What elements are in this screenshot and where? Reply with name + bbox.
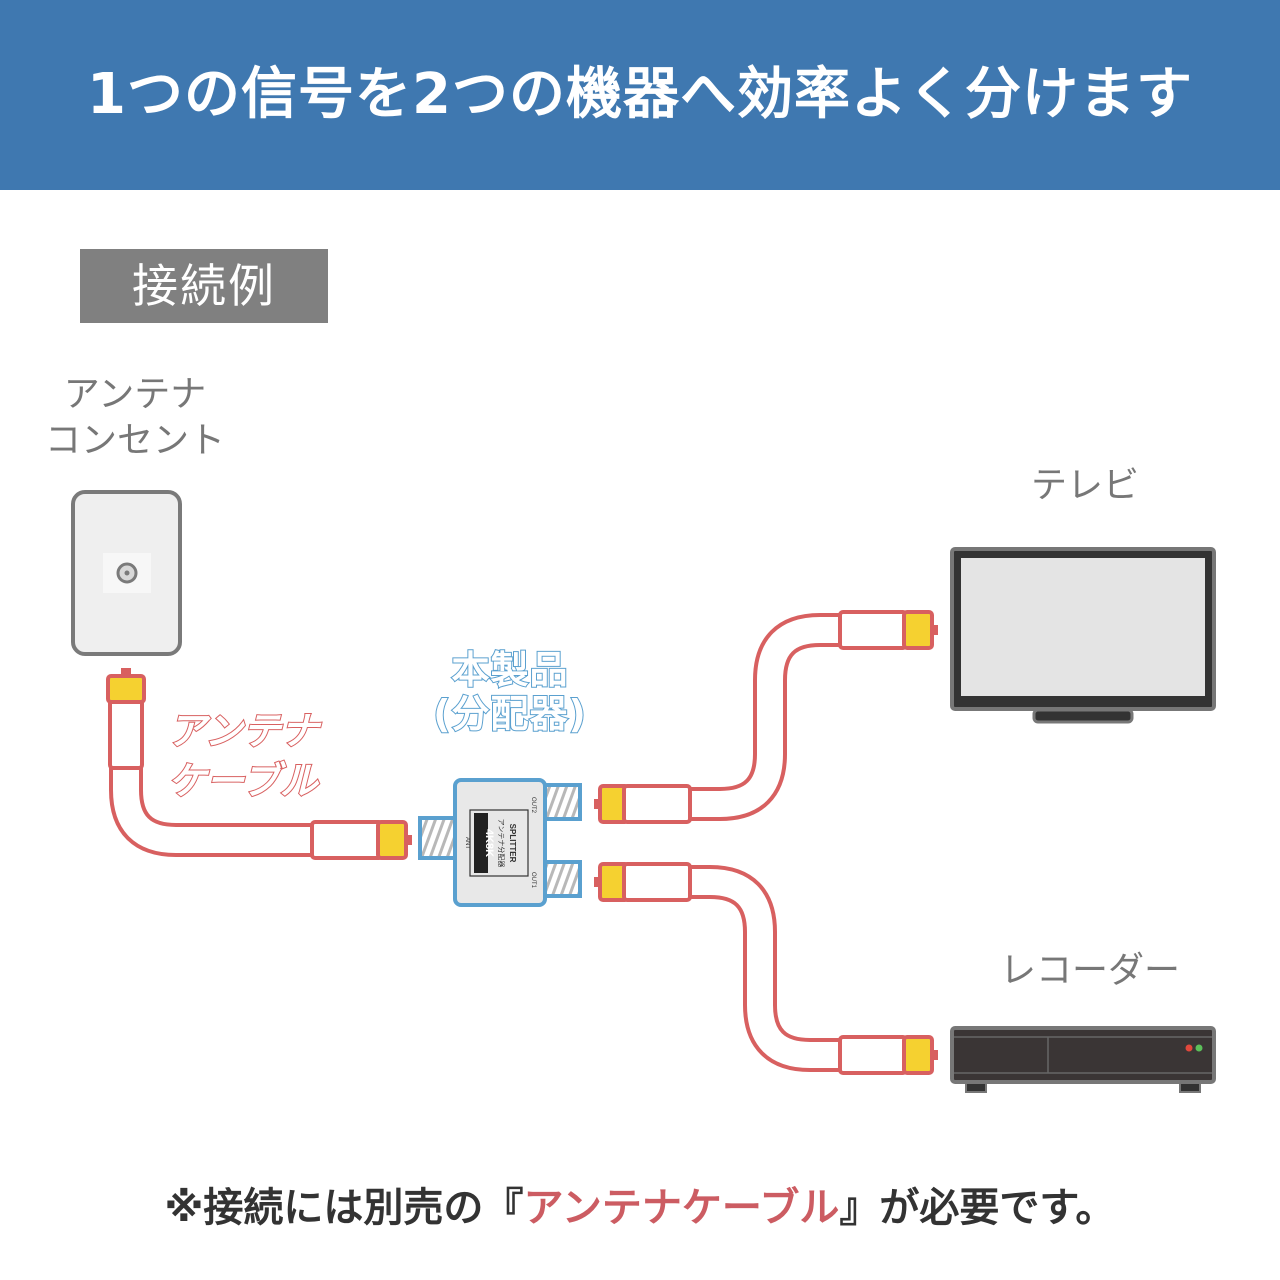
splitter-port-ant: ANT [464, 837, 470, 849]
footnote: ※接続には別売の『アンテナケーブル』が必要です。 [0, 1175, 1280, 1233]
splitter-name-en: SPLITTER [508, 824, 517, 863]
header-banner [0, 0, 1280, 190]
antenna-outlet-icon [71, 490, 182, 656]
antenna-cable-recorder [594, 862, 938, 1075]
footnote-suffix: 』が必要です。 [839, 1185, 1116, 1231]
splitter-port-out1: OUT1 [530, 872, 536, 889]
splitter-name-jp: アンテナ分配器 [497, 819, 506, 868]
recorder-icon [950, 1026, 1216, 1093]
recorder-label: レコーダー [999, 950, 1180, 991]
footnote-prefix: ※接続には別売の『 [164, 1185, 524, 1231]
antenna-outlet-label-line2: コンセント [44, 420, 225, 461]
antenna-outlet-label: アンテナ コンセント [30, 372, 240, 464]
splitter-port-out2: OUT2 [530, 797, 536, 814]
antenna-cable-input [106, 668, 412, 860]
product-label-line2: (分配器) [432, 691, 587, 737]
antenna-cable-label-line2: ケーブル [167, 758, 319, 804]
product-label: 本製品 (分配器) [420, 647, 600, 737]
product-label-line1: 本製品 [450, 647, 569, 693]
antenna-cable-label-line1: アンテナ [167, 708, 319, 754]
connection-example-badge: 接続例 [80, 249, 328, 323]
splitter-product-icon [418, 778, 582, 907]
footnote-highlight: アンテナケーブル [523, 1185, 840, 1231]
splitter-badge: 4K8K [483, 829, 495, 857]
antenna-cable-tv [594, 610, 938, 824]
page-title: 1つの信号を2つの機器へ効率よく分けます [87, 62, 1193, 127]
antenna-cable-label: アンテナ ケーブル [167, 706, 348, 806]
recorder-indicator-red [1185, 1044, 1193, 1052]
tv-label: テレビ [1030, 465, 1139, 506]
recorder-indicator-green [1195, 1044, 1203, 1052]
antenna-outlet-label-line1: アンテナ [63, 374, 207, 415]
tv-icon [950, 547, 1216, 724]
